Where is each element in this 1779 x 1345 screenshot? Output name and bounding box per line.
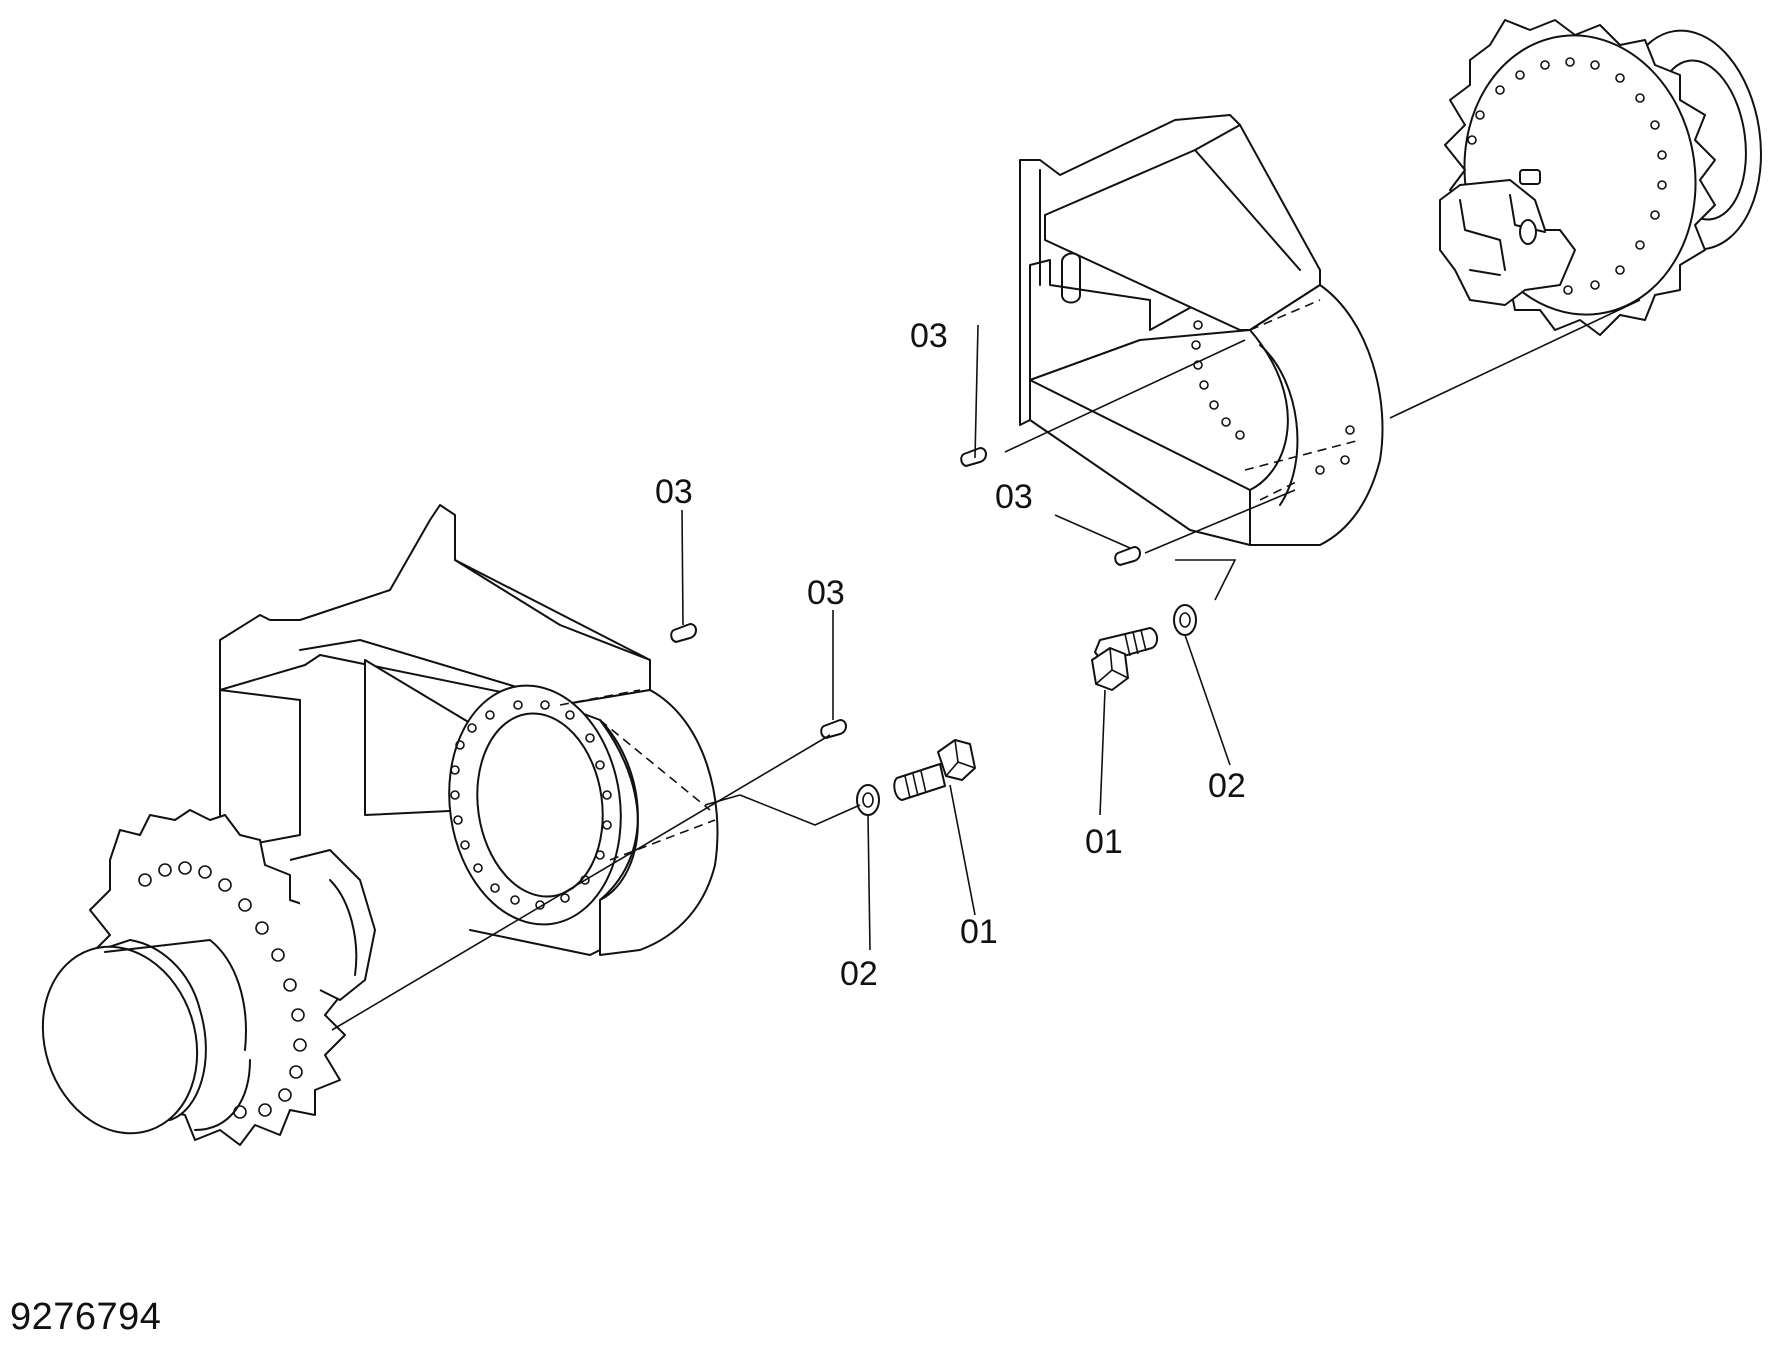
callout-left-pin-upper: 03 (655, 473, 693, 511)
assembly-lines (331, 299, 1641, 1031)
left-washer (856, 784, 880, 816)
right-track-frame (1019, 114, 1384, 546)
callout-left-washer: 02 (840, 955, 878, 993)
left-lower-pin (820, 719, 847, 739)
figure-number: 9276794 (10, 1296, 162, 1338)
right-lower-pin (1114, 546, 1141, 566)
callout-left-bolt: 01 (960, 913, 998, 951)
right-sprocket-motor (1439, 19, 1762, 336)
callout-right-washer: 02 (1208, 767, 1246, 805)
right-upper-pin (960, 447, 987, 467)
callout-right-pin-lower: 03 (995, 478, 1033, 516)
callout-right-pin-upper: 03 (910, 317, 948, 355)
left-track-frame (219, 504, 719, 956)
right-washer (1173, 604, 1197, 636)
left-sprocket-motor (41, 809, 376, 1146)
callout-right-bolt: 01 (1085, 823, 1123, 861)
right-bolt (1091, 627, 1158, 691)
left-bolt (893, 739, 976, 801)
callout-left-pin-lower: 03 (807, 574, 845, 612)
left-upper-pin (670, 623, 697, 643)
